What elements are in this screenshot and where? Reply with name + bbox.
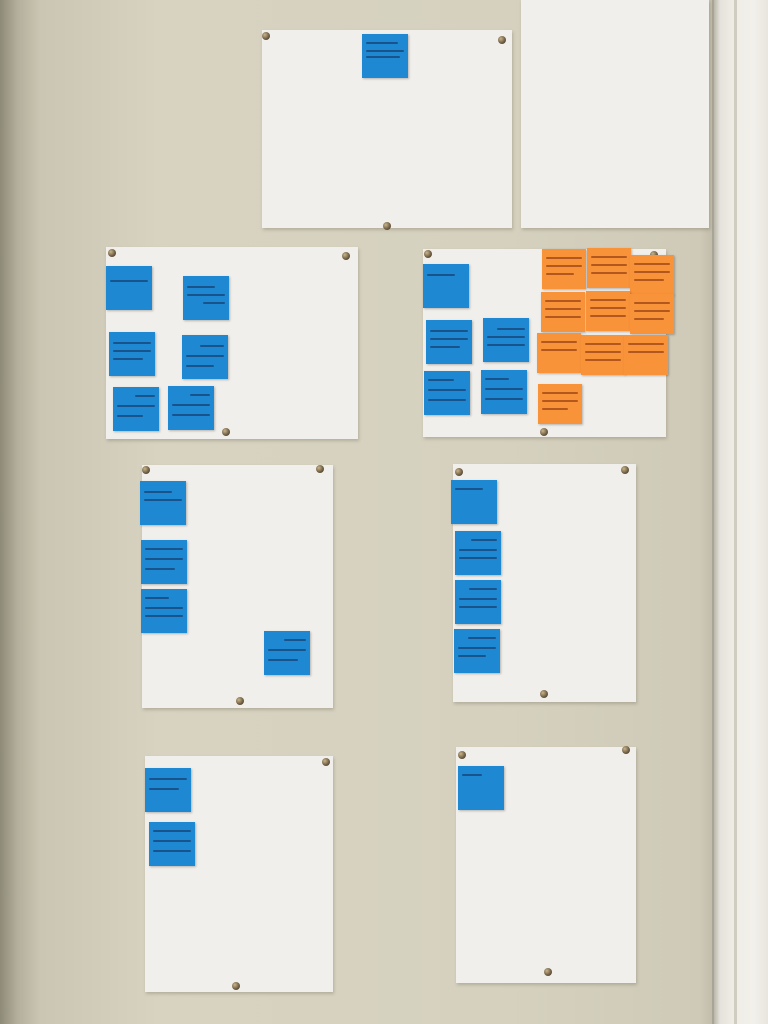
- sticky-note-blue: [149, 822, 195, 866]
- sticky-note-blue: [106, 266, 152, 310]
- push-pin: [222, 428, 230, 436]
- push-pin: [424, 250, 432, 258]
- push-pin: [544, 968, 552, 976]
- sticky-note-orange: [586, 291, 630, 331]
- sticky-note-blue: [109, 332, 155, 376]
- push-pin: [316, 465, 324, 473]
- sticky-note-blue: [145, 768, 191, 812]
- sticky-note-blue: [451, 480, 497, 524]
- push-pin: [622, 746, 630, 754]
- push-pin: [262, 32, 270, 40]
- sticky-note-blue: [182, 335, 228, 379]
- door-frame: [712, 0, 768, 1024]
- sticky-note-blue: [481, 370, 527, 414]
- sticky-note-blue: [141, 589, 187, 633]
- sticky-note-orange: [538, 384, 582, 424]
- sticky-note-blue: [141, 540, 187, 584]
- sticky-note-blue: [458, 766, 504, 810]
- push-pin: [540, 428, 548, 436]
- push-pin: [342, 252, 350, 260]
- push-pin: [236, 697, 244, 705]
- sticky-note-blue: [423, 264, 469, 308]
- push-pin: [142, 466, 150, 474]
- sticky-note-orange: [542, 249, 586, 289]
- sticky-note-orange: [630, 255, 674, 295]
- sticky-note-blue: [455, 531, 501, 575]
- sticky-note-blue: [455, 580, 501, 624]
- wall-left-edge: [0, 0, 40, 1024]
- sticky-note-blue: [140, 481, 186, 525]
- sticky-note-orange: [537, 333, 581, 373]
- push-pin: [383, 222, 391, 230]
- sticky-note-orange: [624, 335, 668, 375]
- sticky-note-blue: [454, 629, 500, 673]
- push-pin: [232, 982, 240, 990]
- push-pin: [540, 690, 548, 698]
- push-pin: [108, 249, 116, 257]
- sticky-note-blue: [113, 387, 159, 431]
- sticky-note-orange: [541, 292, 585, 332]
- sticky-note-blue: [426, 320, 472, 364]
- push-pin: [621, 466, 629, 474]
- sticky-note-blue: [183, 276, 229, 320]
- sticky-note-orange: [587, 248, 631, 288]
- sticky-note-blue: [483, 318, 529, 362]
- sticky-note-blue: [168, 386, 214, 430]
- sticky-note-orange: [581, 335, 625, 375]
- sticky-note-blue: [362, 34, 408, 78]
- sticky-note-orange: [630, 294, 674, 334]
- door-frame-molding: [734, 0, 737, 1024]
- push-pin: [455, 468, 463, 476]
- push-pin: [458, 751, 466, 759]
- paper-sheet-top-right: [521, 0, 709, 228]
- sticky-note-blue: [424, 371, 470, 415]
- push-pin: [322, 758, 330, 766]
- sticky-note-blue: [264, 631, 310, 675]
- push-pin: [498, 36, 506, 44]
